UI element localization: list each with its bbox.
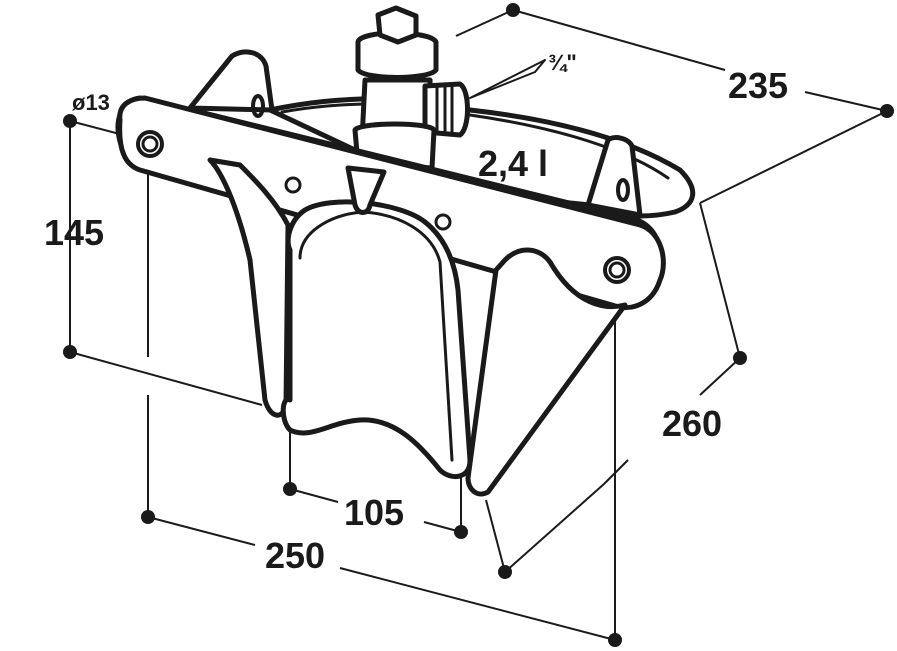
dimension-250 xyxy=(141,150,622,647)
label-thread: ¾" xyxy=(548,50,577,75)
label-hole-diameter: ø13 xyxy=(72,90,110,115)
label-width-top: 235 xyxy=(728,65,788,106)
left-fin xyxy=(187,49,275,113)
paddle xyxy=(280,199,473,480)
label-depth: 260 xyxy=(662,403,722,444)
thread-leader-arrow xyxy=(469,59,546,99)
label-volume: 2,4 l xyxy=(478,143,548,184)
right-leg xyxy=(465,247,628,497)
plate-hole-left xyxy=(136,130,164,158)
label-height: 145 xyxy=(44,212,104,253)
left-leg xyxy=(207,157,291,418)
dimension-235 xyxy=(455,3,894,204)
label-spacing: 105 xyxy=(344,492,404,533)
label-width-bottom: 250 xyxy=(265,535,325,576)
plate-hole-right xyxy=(603,256,631,284)
drinking-bowl xyxy=(115,5,696,497)
